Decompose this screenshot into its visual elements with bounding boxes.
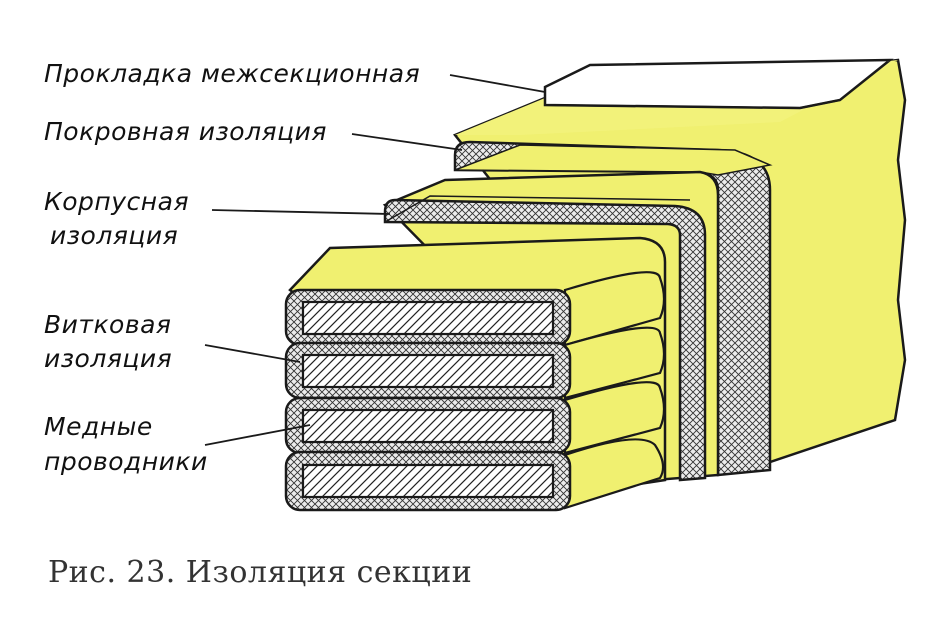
leader-turn <box>204 344 301 363</box>
copper-conductor <box>301 353 555 389</box>
figure-caption: Рис. 23. Изоляция секции <box>48 555 472 590</box>
spacer-strip <box>543 58 894 110</box>
label-spacer: Прокладка межсекционная <box>44 59 420 88</box>
copper-conductor <box>301 408 555 444</box>
cover-insulation-layer <box>453 140 773 477</box>
label-turn-insulation-line2: изоляция <box>44 344 172 373</box>
label-conductors-line2: проводники <box>44 447 208 476</box>
conductor-stack <box>284 271 666 512</box>
copper-conductor <box>301 463 555 499</box>
label-cover-insulation: Покровная изоляция <box>44 117 327 146</box>
conductor-row <box>284 438 665 512</box>
conductor-row <box>284 271 666 347</box>
conductor-row <box>284 326 666 400</box>
leader-spacer <box>449 74 546 93</box>
label-conductors-line1: Медные <box>44 412 153 441</box>
leader-body <box>211 209 391 215</box>
label-turn-insulation-line1: Витковая <box>44 310 171 339</box>
label-body-insulation-line1: Корпусная <box>44 187 189 216</box>
label-body-insulation-line2: изоляция <box>50 221 178 250</box>
leader-cover <box>351 133 463 151</box>
leader-lines <box>204 74 546 446</box>
leader-conductors <box>204 424 311 446</box>
copper-conductor <box>301 300 555 336</box>
conductor-row <box>284 381 666 455</box>
